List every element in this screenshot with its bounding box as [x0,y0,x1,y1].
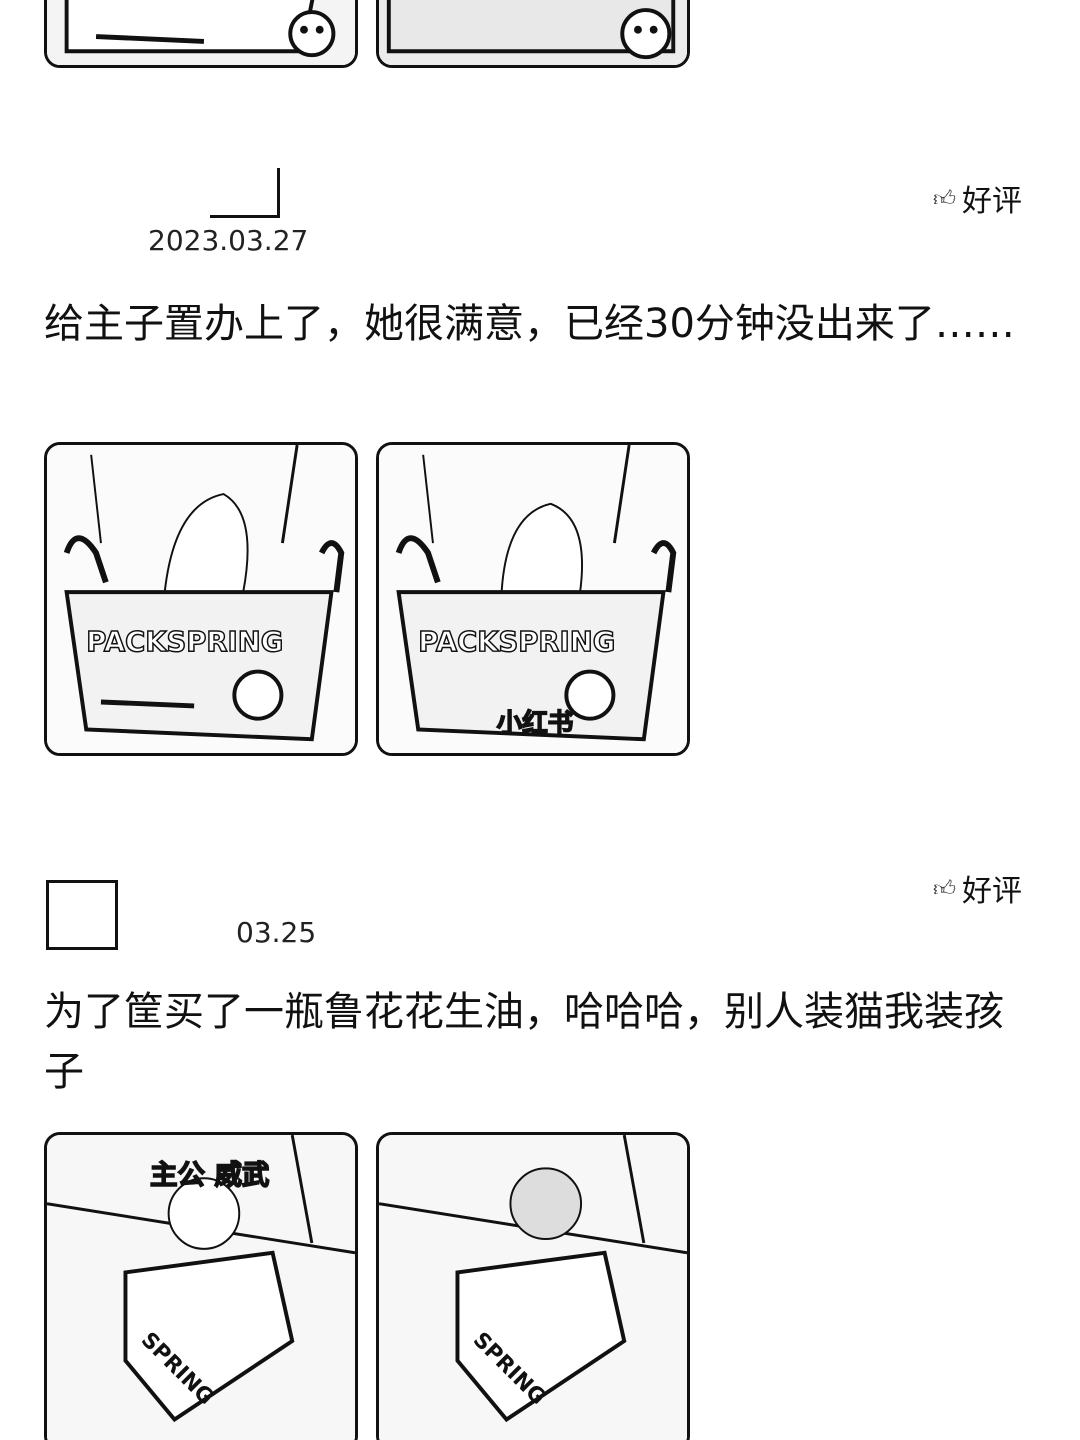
watermark: 小红书 [497,708,574,738]
box-photo [47,0,355,65]
child-in-box-photo: SPRING [379,1135,687,1440]
rating-badge: 👍︎ 好评 [933,866,1022,910]
cat-in-box-photo: PACKSPRING 小红书 [379,445,687,753]
rating-label: 好评 [962,184,1022,219]
prev-review-image-2[interactable] [376,0,690,68]
sticker-text: 主公 威武 [150,1160,269,1191]
username-redacted [150,160,210,200]
review-date: 2023.03.27 [148,224,309,257]
avatar[interactable] [210,168,280,218]
rating-badge: 👍︎ 好评 [933,176,1022,220]
child-in-box-photo: SPRING 主公 威武 [47,1135,355,1440]
review-date: 03.25 [236,916,317,949]
review-image[interactable]: SPRING 主公 威武 [44,1132,358,1440]
thumbs-up-icon: 👍︎ [933,876,956,902]
thumbs-up-icon: 👍︎ [933,186,956,212]
rating-label: 好评 [962,874,1022,909]
box-photo [379,0,687,65]
box-label: PACKSPRING [418,627,615,658]
username-redacted [140,858,320,898]
review-image[interactable]: PACKSPRING [44,442,358,756]
box-label: PACKSPRING [86,627,283,658]
cat-in-box-photo: PACKSPRING [47,445,355,753]
prev-review-image-1[interactable] [44,0,358,68]
review-image[interactable]: PACKSPRING 小红书 [376,442,690,756]
avatar[interactable] [46,880,118,950]
review-image[interactable]: SPRING [376,1132,690,1440]
review-text: 给主子置办上了，她很满意，已经30分钟没出来了…… [44,301,1015,347]
review-text: 为了筐买了一瓶鲁花花生油，哈哈哈，别人装猫我装孩子 [44,989,1004,1095]
